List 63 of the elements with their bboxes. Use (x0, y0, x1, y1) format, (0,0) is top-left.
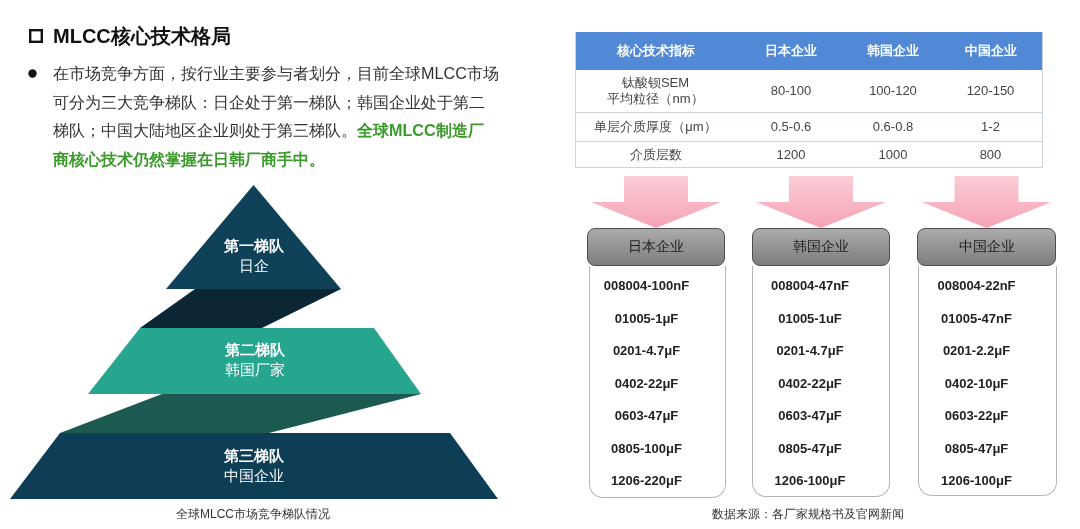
table-header-cell: 日本企业 (735, 32, 847, 70)
tier-name: 中国企业 (224, 466, 284, 486)
spec-list-box (752, 266, 890, 497)
spec-item: 01005-47nF (941, 309, 1012, 328)
table-cell: 介质层数 (575, 142, 735, 168)
column-header (917, 228, 1056, 266)
spec-item: 1206-100μF (774, 472, 846, 490)
table-cell: 0.5-0.6 (735, 113, 847, 142)
spec-list-box (589, 266, 726, 498)
table-cell: 100-120 (847, 70, 939, 113)
tier-name: 韩国厂家 (224, 360, 285, 380)
tier-triangle (166, 185, 341, 289)
table-cell: 1-2 (939, 113, 1043, 142)
column-header (587, 228, 725, 266)
spec-item: 1206-220μF (611, 472, 682, 490)
column-title: 日本企业 (628, 238, 684, 256)
body-paragraph: 在市场竞争方面，按行业主要参与者划分，目前全球MLCC市场可分为三大竞争梯队：日企处于第一梯队；韩国企业处于第二梯队；中国大陆地区企业则处于第三梯队。全球MLCC制造厂商核心技术仍然掌握在日韩厂商手中。 (53, 63, 499, 170)
tier-title: 第二梯队 (224, 341, 285, 360)
pyramid-fold (60, 394, 421, 433)
spec-item: 0201-4.7μF (776, 342, 844, 360)
table-header-cell: 核心技术指标 (575, 32, 735, 70)
spec-item: 0603-22μF (944, 407, 1009, 425)
spec-item: 0402-22μF (614, 374, 679, 393)
spec-item: 0603-47μF (778, 407, 842, 425)
column-header (752, 228, 890, 266)
table-cell: 钛酸钡SEM 平均粒径（nm） (575, 70, 735, 113)
spec-item: 0805-47μF (778, 439, 842, 458)
spec-item: 0603-47μF (614, 407, 679, 425)
spec-list-box (918, 266, 1057, 496)
spec-item: 008004-100nF (603, 277, 690, 295)
spec-item: 008004-47nF (770, 277, 850, 295)
spec-item: 0201-4.7μF (612, 342, 681, 360)
tier-trapezoid (10, 433, 498, 499)
column-title: 中国企业 (958, 238, 1015, 256)
pyramid-fold (140, 289, 341, 328)
table-cell: 800 (939, 142, 1043, 168)
tier-title: 第三梯队 (224, 447, 284, 466)
page-title: MLCC核心技术格局 (53, 24, 231, 49)
spec-item: 0402-10μF (944, 374, 1009, 393)
tier-title: 第一梯队 (223, 237, 284, 256)
spec-item: 0201-2.2μF (942, 342, 1011, 360)
table-header-cell: 韩国企业 (847, 32, 939, 70)
table-cell: 80-100 (735, 70, 847, 113)
block-arrow (591, 176, 721, 228)
table-cell: 120-150 (939, 70, 1043, 113)
table-cell: 1200 (735, 142, 847, 168)
spec-item: 01005-1μF (614, 309, 679, 328)
block-arrow (921, 176, 1052, 228)
table-cell: 1000 (847, 142, 939, 168)
spec-item: 01005-1uF (778, 309, 842, 328)
table-cell: 单层介质厚度（μm） (575, 113, 735, 142)
tier-trapezoid (88, 328, 421, 394)
spec-item: 0805-100μF (611, 439, 682, 458)
table-cell: 0.6-0.8 (847, 113, 939, 142)
tier-name: 日企 (238, 256, 269, 276)
spec-item: 008004-22nF (937, 277, 1016, 295)
source-note: 数据来源：各厂家规格书及官网新闻 (712, 506, 904, 522)
spec-item: 0402-22μF (778, 374, 842, 393)
block-arrow (756, 176, 886, 228)
spec-item: 1206-100μF (941, 472, 1012, 490)
column-title: 韩国企业 (793, 238, 849, 256)
spec-item: 0805-47μF (944, 439, 1009, 458)
table-header-cell: 中国企业 (939, 32, 1043, 70)
